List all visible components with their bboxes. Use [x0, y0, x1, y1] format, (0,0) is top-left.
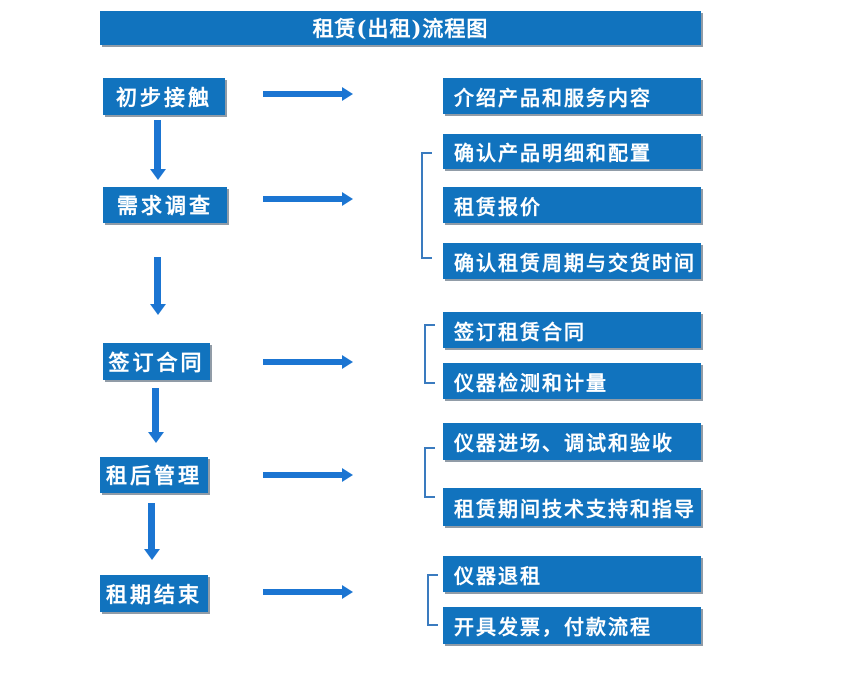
stage-box-demand-survey: 需求调查 — [103, 187, 227, 223]
group-bracket-1 — [421, 152, 433, 259]
detail-label: 租赁报价 — [454, 194, 542, 219]
stage-label: 初步接触 — [116, 84, 212, 110]
arrow-shaft — [263, 91, 342, 97]
stage-box-post-rental-management: 租后管理 — [100, 457, 208, 493]
arrow-head — [342, 468, 353, 482]
detail-label: 仪器检测和计量 — [454, 370, 608, 395]
arrow-shaft — [263, 472, 342, 478]
detail-box-invoice-payment-process: 开具发票，付款流程 — [443, 607, 701, 644]
arrow-head — [342, 585, 353, 599]
stage-label: 需求调查 — [117, 193, 213, 218]
arrow-shaft — [154, 257, 161, 304]
stage-box-rental-end: 租期结束 — [100, 575, 208, 612]
arrow-head — [150, 169, 166, 180]
arrow-head — [148, 432, 164, 443]
arrow-down-icon-2 — [150, 257, 166, 315]
arrow-right-icon-5 — [263, 585, 353, 599]
detail-box-confirm-rental-period-delivery: 确认租赁周期与交货时间 — [443, 243, 701, 279]
flowchart-title-bar: 租赁(出租)流程图 — [100, 11, 701, 45]
flowchart-title: 租赁(出租)流程图 — [312, 16, 489, 41]
arrow-shaft — [263, 359, 342, 365]
arrow-down-icon-1 — [150, 120, 166, 180]
detail-box-intro-products-services: 介绍产品和服务内容 — [443, 78, 701, 114]
detail-box-instrument-inspection-metering: 仪器检测和计量 — [443, 363, 701, 399]
detail-label: 仪器进场、调试和验收 — [454, 431, 674, 455]
arrow-right-icon-2 — [263, 192, 353, 206]
arrow-head — [342, 192, 353, 206]
arrow-down-icon-4 — [144, 503, 160, 560]
detail-label: 仪器退租 — [454, 563, 542, 588]
detail-label: 开具发票，付款流程 — [454, 615, 652, 639]
arrow-down-icon-3 — [148, 388, 164, 443]
group-bracket-3 — [424, 447, 436, 498]
group-bracket-4 — [427, 574, 439, 626]
arrow-shaft — [263, 196, 342, 202]
arrow-head — [342, 355, 353, 369]
arrow-right-icon-4 — [263, 468, 353, 482]
arrow-shaft — [263, 589, 342, 595]
detail-box-rental-quote: 租赁报价 — [443, 187, 701, 223]
group-bracket-2 — [424, 324, 436, 384]
detail-label: 介绍产品和服务内容 — [454, 85, 652, 110]
stage-label: 租后管理 — [106, 463, 202, 488]
arrow-shaft — [154, 120, 161, 169]
detail-box-instrument-return: 仪器退租 — [443, 556, 701, 592]
arrow-right-icon-3 — [263, 355, 353, 369]
stage-label: 签订合同 — [108, 349, 205, 375]
detail-label: 租赁期间技术支持和指导 — [454, 496, 696, 521]
arrow-shaft — [148, 503, 155, 549]
detail-box-instrument-arrival-commissioning-acceptance: 仪器进场、调试和验收 — [443, 423, 701, 460]
detail-label: 确认租赁周期与交货时间 — [454, 250, 696, 275]
arrow-right-icon-1 — [263, 87, 353, 101]
arrow-head — [150, 304, 166, 315]
detail-box-rental-technical-support: 租赁期间技术支持和指导 — [443, 488, 701, 526]
stage-box-contract-signing: 签订合同 — [103, 343, 210, 380]
arrow-shaft — [152, 388, 159, 432]
stage-box-initial-contact: 初步接触 — [103, 78, 225, 115]
detail-label: 确认产品明细和配置 — [454, 141, 652, 165]
detail-label: 签订租赁合同 — [454, 319, 586, 344]
detail-box-sign-rental-contract: 签订租赁合同 — [443, 312, 701, 348]
stage-label: 租期结束 — [106, 581, 202, 607]
arrow-head — [342, 87, 353, 101]
arrow-head — [144, 549, 160, 560]
detail-box-confirm-product-details: 确认产品明细和配置 — [443, 134, 701, 169]
